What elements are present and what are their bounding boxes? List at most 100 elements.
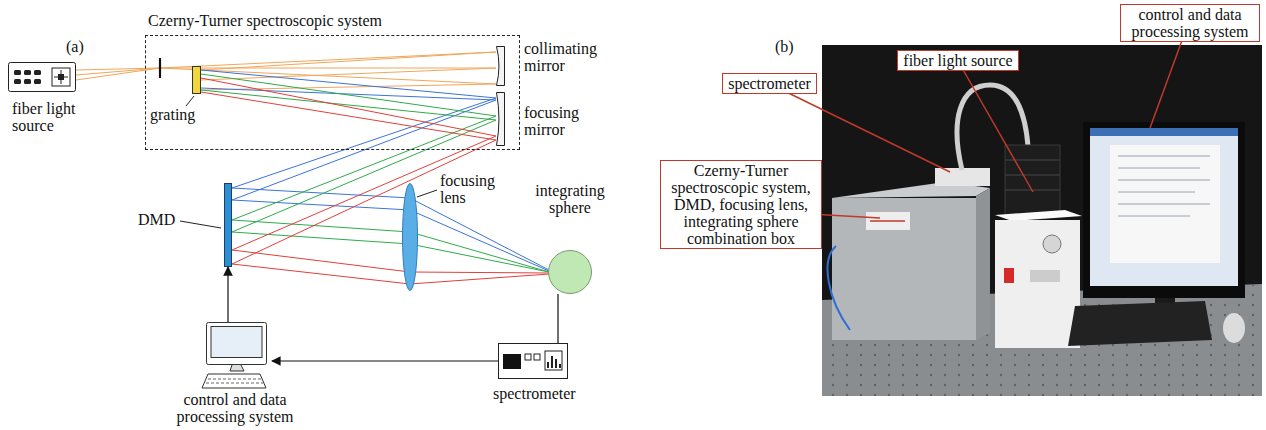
path-shape: [770, 84, 950, 172]
button-square: [534, 354, 540, 360]
path-shape: [186, 96, 194, 106]
panel-label: (b): [775, 38, 794, 55]
path-shape: [201, 92, 549, 284]
path-shape: [201, 78, 549, 273]
node-label: integrating sphere: [528, 182, 612, 216]
node-label: control and data processing system: [1126, 6, 1254, 40]
mirror-icon: [496, 92, 505, 146]
rect-shape: [935, 168, 990, 186]
dmd-icon: [224, 183, 232, 267]
component-node: DMD: [224, 183, 232, 267]
node-label: spectrometer: [493, 385, 593, 402]
path-shape: [180, 221, 221, 228]
path-shape: [870, 220, 905, 222]
polygon-shape: [1068, 301, 1212, 346]
display-block: [503, 354, 521, 369]
source-icon: [8, 62, 76, 92]
panel-label: (a): [66, 38, 84, 55]
system-group: Czerny-Turner spectroscopic systemcollim…: [145, 35, 520, 150]
indicator-dot: [14, 70, 21, 75]
node-label: Czerny-Turner spectroscopic system, DMD,…: [666, 162, 816, 247]
node-label: DMD: [138, 211, 188, 228]
path-shape: [1005, 160, 1060, 190]
circle-shape: [1043, 235, 1061, 253]
dmd-shape: [225, 184, 232, 267]
monitor-frame: [207, 323, 267, 365]
slit: [159, 58, 161, 78]
icon-group: [9, 63, 76, 92]
rect-shape: [1004, 268, 1014, 283]
component-node: focusing mirror: [496, 92, 505, 146]
icon-group: [499, 344, 568, 379]
path-shape: [201, 90, 549, 272]
node-label: focusing lens: [440, 172, 502, 206]
node-label: grating: [150, 106, 210, 123]
button-square: [525, 354, 531, 360]
mirror-icon: [496, 46, 505, 86]
node-label: collimating mirror: [524, 40, 604, 74]
rect-shape: [1083, 122, 1245, 298]
keyboard-keys: [206, 379, 263, 383]
rect-shape: [822, 45, 1262, 396]
signal-connector: [557, 294, 558, 343]
icon-group: [202, 323, 267, 389]
component-node: collimating mirror: [496, 46, 505, 86]
rect-shape: [1090, 128, 1238, 286]
icon-group: [225, 184, 232, 267]
rect-shape: [866, 212, 910, 230]
keyboard: [202, 374, 266, 388]
g-shape: [201, 78, 549, 284]
component-node: integrating sphere: [548, 250, 592, 294]
node-label: fiber light source: [903, 52, 1013, 69]
indicator-dot: [24, 79, 31, 84]
path-shape: [76, 68, 496, 84]
component-node: focusing lens: [402, 183, 418, 291]
path-shape: [958, 61, 1033, 192]
signal-connector: [272, 360, 498, 361]
monitor-stand: [230, 365, 244, 371]
port-cross: [54, 70, 68, 84]
node-label: spectrometer: [728, 75, 811, 92]
indicator-dot: [34, 70, 41, 75]
chart-frame: [545, 351, 562, 370]
node-label: Czerny-Turner spectroscopic system: [148, 12, 382, 29]
rect-shape: [1110, 145, 1220, 263]
path-shape: [828, 246, 850, 330]
icon-group: [497, 93, 505, 146]
component-node: spectrometer: [498, 343, 568, 379]
path-shape: [201, 52, 496, 70]
signal-connector: [227, 267, 228, 322]
path-shape: [76, 52, 496, 70]
g-shape: [201, 74, 549, 272]
light-rays: [76, 52, 549, 284]
rect-shape: [832, 198, 976, 340]
ellipse-shape: [1223, 313, 1245, 343]
node-label: control and data processing system: [155, 391, 315, 425]
sphere-icon: [548, 250, 592, 294]
icon-group: [497, 47, 505, 86]
source-housing: [9, 63, 76, 92]
component-node: control and data processing system: [200, 322, 272, 390]
port-symbol: [52, 68, 70, 86]
path-shape: [201, 74, 549, 272]
rect-shape: [1090, 128, 1238, 136]
rect-shape: [1030, 270, 1060, 282]
mirror-shape: [497, 47, 505, 86]
component-node: fiber light source: [8, 62, 76, 92]
lens-shape: [403, 184, 418, 291]
grating-shape: [193, 67, 201, 94]
polygon-shape: [995, 210, 1082, 221]
mirror-shape: [497, 93, 505, 146]
node-label: focusing mirror: [524, 104, 594, 138]
rect-shape: [1005, 145, 1060, 215]
grating-icon: [192, 66, 201, 94]
port-center: [58, 74, 64, 80]
indicator-dot: [14, 79, 21, 84]
leader-lines: [180, 96, 437, 228]
indicator-dot: [34, 79, 41, 84]
rect-shape: [995, 220, 1080, 348]
icon-group: [403, 184, 418, 291]
